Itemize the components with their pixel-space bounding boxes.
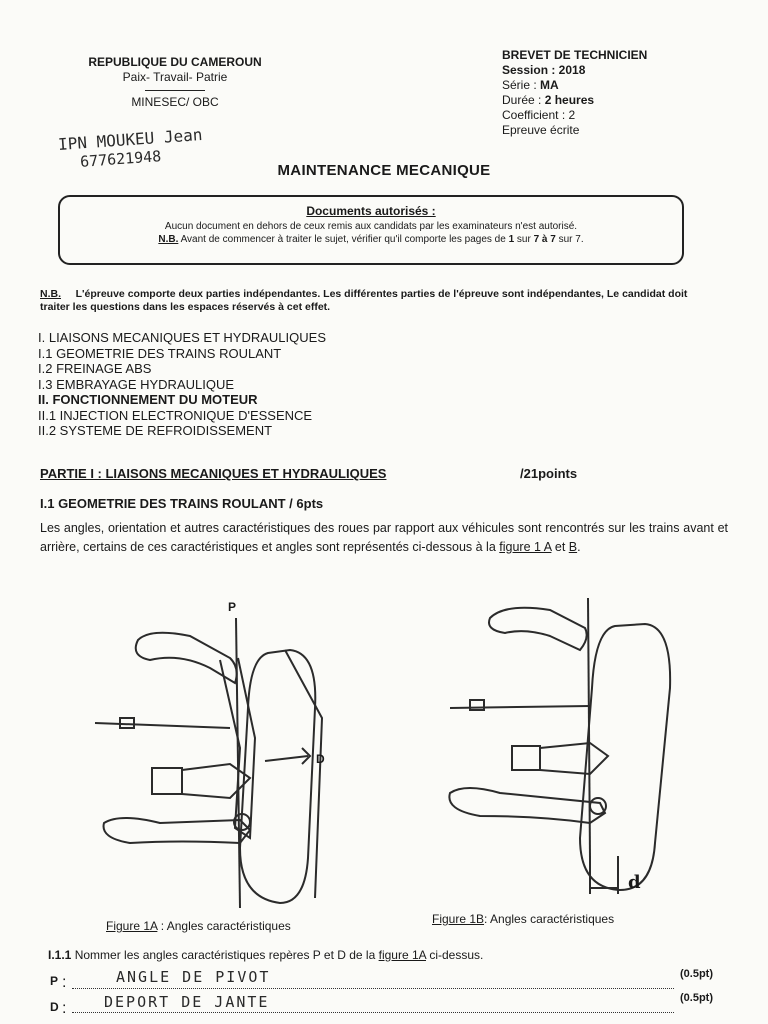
toc-item: I. LIAISONS MECANIQUES ET HYDRAULIQUES: [38, 330, 326, 345]
nb-note-text: L'épreuve comporte deux parties indépend…: [40, 288, 688, 313]
tire-profile: [284, 649, 324, 899]
ministry-label: MINESEC/ OBC: [131, 95, 219, 109]
session-info: Session : 2018: [502, 63, 586, 77]
partie-heading-label: PARTIE I : LIAISONS MECANIQUES ET HYDRAU…: [40, 466, 387, 481]
documents-line2: N.B. Avant de commencer à traiter le suj…: [60, 233, 682, 246]
documents-box: Documents autorisés : Aucun document en …: [58, 195, 684, 265]
label-d-small: d: [628, 872, 641, 893]
duree-label: Durée :: [502, 93, 545, 107]
answer-points-d: (0.5pt): [680, 992, 713, 1004]
figure-reference: B: [568, 540, 578, 554]
drive-shaft-boot: [511, 745, 541, 771]
section-heading: I.1 GEOMETRIE DES TRAINS ROULANT / 6pts: [40, 496, 324, 511]
documents-line2-d: 7 à 7: [533, 234, 556, 245]
figure-1a-drawing: [94, 617, 324, 909]
caption-figure-1b: Figure 1B: Angles caractéristiques: [432, 912, 614, 926]
caption-1a-text: : Angles caractéristiques: [157, 919, 291, 933]
serie-label: Série :: [502, 78, 541, 92]
figure-reference: figure 1 A: [499, 540, 552, 554]
answer-text-d: DEPORT DE JANTE: [104, 993, 270, 1011]
toc-item: I.2 FREINAGE ABS: [38, 361, 152, 376]
rod-joint: [469, 699, 485, 711]
offset-arrow: [301, 747, 312, 765]
exam-name: BREVET DE TECHNICIEN: [502, 48, 648, 62]
question-prompt: I.1.1 Nommer les angles caractéristiques…: [48, 948, 483, 962]
header-left: REPUBLIQUE DU CAMEROUN Paix- Travail- Pa…: [50, 55, 300, 110]
figure-1b-drawing: [448, 597, 672, 894]
partie-heading: PARTIE I : LIAISONS MECANIQUES ET HYDRAU…: [40, 466, 386, 481]
epreuve-info: Epreuve écrite: [502, 123, 580, 137]
intro-paragraph-text: Les angles, orientation et autres caract…: [40, 521, 728, 554]
answer-label-d: D: [50, 1000, 59, 1014]
partie-points: /21points: [520, 466, 578, 481]
toc-item: II. FONCTIONNEMENT DU MOTEUR: [38, 392, 258, 407]
caption-1b-ref: Figure 1B: [432, 912, 485, 926]
answer-colon: :: [62, 974, 67, 991]
documents-line2-e: sur 7.: [555, 234, 584, 245]
drive-shaft: [181, 762, 252, 800]
documents-line1: Aucun document en dehors de ceux remis a…: [164, 221, 578, 232]
pivot-axis-line: [587, 597, 591, 859]
question-text-a: Nommer les angles caractéristiques repèr…: [71, 948, 379, 962]
ball-joint: [589, 797, 607, 815]
table-of-contents: I. LIAISONS MECANIQUES ET HYDRAULIQUES I…: [38, 330, 326, 439]
caption-1b-text: : Angles caractéristiques: [484, 912, 615, 926]
answer-field-d[interactable]: [72, 998, 674, 1013]
lower-arm: [102, 817, 252, 845]
documents-line2-c: sur: [514, 234, 534, 245]
intro-paragraph: Les angles, orientation et autres caract…: [40, 519, 728, 557]
steering-knuckle: [219, 657, 257, 840]
duree-value: 2 heures: [544, 93, 595, 107]
answer-points-p: (0.5pt): [680, 968, 713, 980]
label-d: D: [316, 752, 325, 766]
nb-note: N.B. L'épreuve comporte deux parties ind…: [40, 288, 720, 314]
drive-shaft-boot: [151, 767, 183, 795]
documents-line2-b: 1: [508, 234, 515, 245]
intro-paragraph-mid: et: [551, 540, 569, 554]
documents-line2-a: Avant de commencer à traiter le sujet, v…: [178, 234, 509, 245]
offset-line: [264, 755, 309, 762]
duree-info: Durée : 2 heures: [502, 93, 647, 108]
answer-text-p: ANGLE DE PIVOT: [116, 968, 271, 986]
answer-colon: :: [62, 1000, 67, 1017]
steering-rod: [94, 722, 231, 729]
answer-field-p[interactable]: [72, 974, 674, 989]
upper-arm: [488, 606, 588, 652]
toc-item: II.1 INJECTION ELECTRONIQUE D'ESSENCE: [38, 407, 313, 423]
drive-shaft: [539, 741, 610, 776]
intro-paragraph-end: .: [577, 540, 581, 554]
answer-label-p: P: [50, 974, 59, 988]
caption-1a-ref: Figure 1A: [106, 919, 158, 933]
upper-arm: [134, 631, 238, 685]
steering-rod: [449, 705, 591, 709]
tire-shape: [238, 648, 317, 905]
caption-figure-1a: Figure 1A : Angles caractéristiques: [106, 919, 291, 933]
documents-heading: Documents autorisés :: [306, 204, 436, 218]
ball-joint: [233, 813, 251, 831]
nb-note-label: N.B.: [40, 288, 61, 300]
tire-shape: [578, 622, 672, 892]
question-number: I.1.1: [48, 948, 72, 962]
label-p: P: [228, 600, 237, 614]
question-text-b: ci-dessus.: [425, 948, 484, 962]
page-title: MAINTENANCE MECANIQUE: [277, 162, 491, 179]
toc-item: II.2 SYSTEME DE REFROIDISSEMENT: [38, 423, 273, 438]
toc-item: I.1 GEOMETRIE DES TRAINS ROULANT: [38, 345, 282, 361]
rod-joint: [119, 717, 135, 729]
country-motto: Paix- Travail- Patrie: [122, 70, 228, 84]
country-name: REPUBLIQUE DU CAMEROUN: [88, 55, 262, 69]
serie-info: Série : MA: [502, 78, 647, 93]
lower-arm: [448, 787, 607, 825]
nb-label: N.B.: [158, 234, 179, 245]
coefficient-info: Coefficient : 2: [502, 108, 576, 122]
question-figure-ref: figure 1A: [378, 948, 426, 962]
pivot-axis-line: [235, 617, 241, 909]
toc-item: I.3 EMBRAYAGE HYDRAULIQUE: [38, 376, 235, 392]
serie-value: MA: [540, 78, 559, 92]
header-right: BREVET DE TECHNICIEN Session : 2018 Séri…: [502, 48, 647, 138]
divider: [145, 90, 205, 91]
